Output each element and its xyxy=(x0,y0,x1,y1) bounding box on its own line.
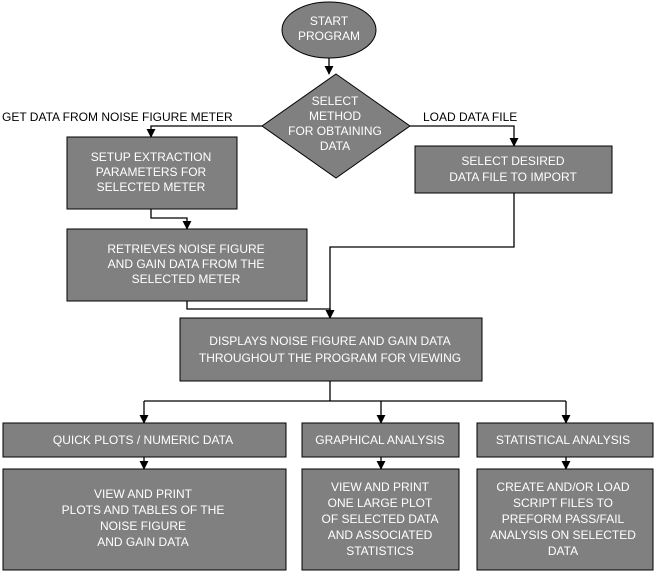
decision-label-line: METHOD xyxy=(309,109,361,123)
script-files-label-line: SCRIPT FILES TO xyxy=(513,496,613,510)
statistical-label: STATISTICAL ANALYSIS xyxy=(496,433,630,447)
decision-node xyxy=(261,73,411,179)
view-print-plots-label-line: VIEW AND PRINT xyxy=(94,487,193,501)
graphical-label: GRAPHICAL ANALYSIS xyxy=(315,433,444,447)
script-files-label-line: PREFORM PASS/FAIL xyxy=(502,512,625,526)
setup-label-line: SETUP EXTRACTION xyxy=(91,150,211,164)
decision-label-line: SELECT xyxy=(312,94,359,108)
setup-label-line: SELECTED METER xyxy=(97,180,206,194)
quick-plots-label-line: QUICK PLOTS / NUMERIC DATA xyxy=(53,433,233,447)
decision-label-line: FOR OBTAINING xyxy=(288,124,382,138)
display-label-line: THROUGHOUT THE PROGRAM FOR VIEWING xyxy=(199,351,461,365)
view-print-large-label-line: AND ASSOCIATED xyxy=(328,528,433,542)
script-files-node xyxy=(476,468,654,571)
statistical-node xyxy=(476,422,654,458)
view-print-plots-node xyxy=(2,468,287,571)
decision-to-select-file-arrow xyxy=(410,125,519,147)
setup-to-retrieve-arrow xyxy=(150,209,192,230)
select-file-node xyxy=(414,145,613,194)
script-files-label-line: ANALYSIS ON SELECTED xyxy=(490,528,636,542)
view-print-large-node xyxy=(301,468,460,571)
graphical-label-line: GRAPHICAL ANALYSIS xyxy=(315,433,444,447)
select-file-label-line: DATA FILE TO IMPORT xyxy=(449,170,577,184)
decision-label-line: DATA xyxy=(320,139,350,153)
quick-plots-label: QUICK PLOTS / NUMERIC DATA xyxy=(53,433,233,447)
edge-label-noise-figure-meter: GET DATA FROM NOISE FIGURE METER xyxy=(2,110,233,124)
script-files-label-line: CREATE AND/OR LOAD xyxy=(496,480,629,494)
retrieve-label-line: AND GAIN DATA FROM THE xyxy=(108,257,265,271)
retrieve-label-line: RETRIEVES NOISE FIGURE xyxy=(107,242,264,256)
view-print-large-label-line: VIEW AND PRINT xyxy=(331,480,430,494)
view-print-large-label-line: ONE LARGE PLOT xyxy=(328,496,433,510)
view-print-large-label-line: OF SELECTED DATA xyxy=(322,512,439,526)
connectors xyxy=(139,58,571,470)
view-print-plots-label: VIEW AND PRINT PLOTS AND TABLES OF THE NOI… xyxy=(62,487,225,549)
script-files-label-line: DATA xyxy=(548,544,578,558)
display-label-line: DISPLAYS NOISE FIGURE AND GAIN DATA xyxy=(209,334,450,348)
view-print-large-label: VIEW AND PRINT ONE LARGE PLOT OF SELECTED … xyxy=(322,480,439,558)
retrieve-to-display-arrow xyxy=(186,301,335,319)
start-label-line: START xyxy=(310,14,349,28)
view-print-plots-label-line: PLOTS AND TABLES OF THE xyxy=(62,503,225,517)
retrieve-label-line: SELECTED METER xyxy=(132,272,241,286)
select-file-label: SELECT DESIRED DATA FILE TO IMPORT xyxy=(449,154,577,184)
start-label-line: PROGRAM xyxy=(298,29,360,43)
select-file-to-display-arrow xyxy=(325,193,515,319)
display-node xyxy=(179,317,483,382)
view-print-plots-label-line: NOISE FIGURE xyxy=(100,519,186,533)
setup-label-line: PARAMETERS FOR xyxy=(96,165,207,179)
graphical-node xyxy=(301,422,460,458)
retrieve-node xyxy=(66,228,308,302)
quick-plots-node xyxy=(2,422,287,458)
edge-label-load-data-file: LOAD DATA FILE xyxy=(423,110,517,124)
display-label: DISPLAYS NOISE FIGURE AND GAIN DATA THROU… xyxy=(199,334,461,365)
setup-node xyxy=(66,136,238,210)
decision-to-setup-arrow xyxy=(146,125,262,138)
select-file-label-line: SELECT DESIRED xyxy=(461,154,564,168)
start-node xyxy=(281,1,377,59)
view-print-large-label-line: STATISTICS xyxy=(346,544,414,558)
script-files-label: CREATE AND/OR LOAD SCRIPT FILES TO PREFORM… xyxy=(490,480,636,558)
statistical-label-line: STATISTICAL ANALYSIS xyxy=(496,433,630,447)
view-print-plots-label-line: AND GAIN DATA xyxy=(97,535,189,549)
